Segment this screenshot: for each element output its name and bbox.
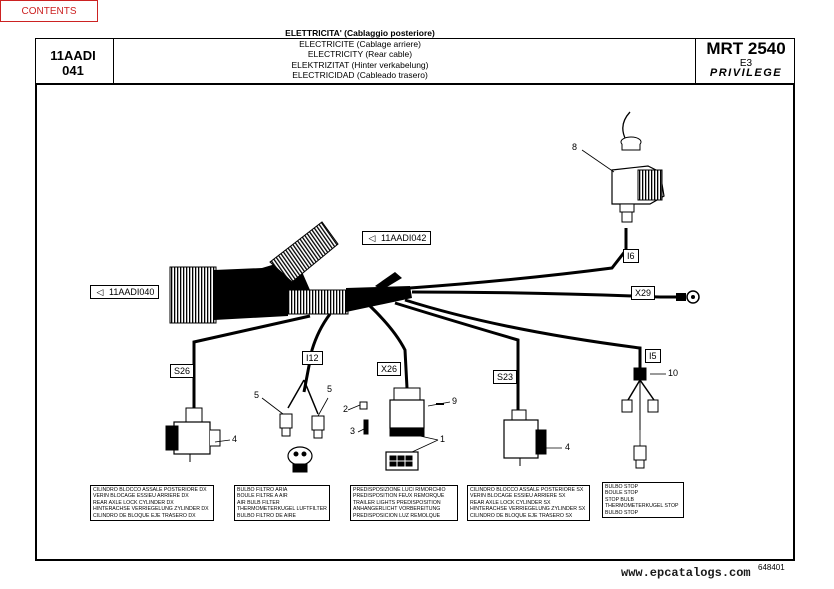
air-filter-bulb [287,446,313,473]
part-number-4-right: 4 [565,442,571,452]
description-line: STOP BULB [605,496,634,503]
arrow-left-icon: ◁ [96,287,104,297]
description-line: PREDISPOSICION LUZ REMOLQUE [353,512,441,519]
title-italian: ELETTRICITA' (Cablaggio posteriore) [285,28,435,38]
diagram-frame [35,83,795,561]
description-line: ANHANGERLICHT VORBEREITUNG [353,506,441,513]
cylinder-left [165,407,221,462]
wire-label-i12: I12 [302,351,323,365]
wire-label-i6: I6 [623,249,639,263]
model-name: MRT 2540 [706,39,786,58]
header-left-line [35,38,36,84]
description-bulb-stop: BULBO STOP BOULE STOP STOP BULB THERMOME… [602,482,684,518]
reference-link-left-label: 11AADI040 [109,287,155,297]
header-divider-right [695,38,696,84]
figure-number: 648401 [758,563,785,572]
model-series: E3 [739,58,753,69]
description-line: CILINDRO DE BLOQUE EJE TRASERO SX [470,512,573,519]
header-divider-left [113,38,114,84]
title-french: ELECTRICITE (Cablage arriere) [299,38,421,49]
part-number-3: 3 [350,426,356,436]
wire-label-i5: I5 [645,349,661,363]
wire-label-s26: S26 [170,364,195,378]
cylinder-right [503,409,547,466]
wires [192,228,682,410]
description-cylinder-left: CILINDRO BLOCCO ASSALE POSTERIORE DX VER… [90,485,214,521]
description-line: CILINDRO DE BLOQUE EJE TRASERO DX [93,512,196,519]
leader-lines [214,149,666,453]
page-titles: ELETTRICITA' (Cablaggio posteriore) ELEC… [240,28,480,81]
connector-x26 [385,387,425,471]
document-code: 11AADI 041 [38,48,108,78]
bulb-connectors-5 [279,413,325,439]
part-number-9: 9 [452,396,458,406]
description-line: REAR AXLE LOCK CYLINDER DX [93,499,174,506]
document-code-line1: 11AADI [50,48,96,63]
description-bulb-filter: BULBO FILTRO ARIA BOULE FILTRE A AIR AIR… [234,485,330,521]
wire-label-s23: S23 [493,370,518,384]
reference-link-top-label: 11AADI042 [381,233,427,243]
description-trailer-lights: PREDISPOSIZIONE LUCI RIMORCHIO PREDISPOS… [350,485,458,521]
main-harness [169,221,412,324]
title-english: ELECTRICITY (Rear cable) [307,49,413,59]
description-line: THERMOMETERKUGEL STOP [605,503,679,510]
description-line: THERMOMETERKUGEL LUFTFILTER [237,506,327,513]
description-line: CILINDRO BLOCCO ASSALE POSTERIORE DX [93,487,207,493]
title-german: ELEKTRIZITAT (Hinter verkabelung) [291,59,429,70]
description-line: AIR BULB FILTER [237,499,280,506]
switch-10 [621,348,659,469]
title-spanish: ELECTRICIDAD (Cableado trasero) [292,70,428,80]
description-line: BULBO STOP [605,484,639,490]
ring-terminal-x29 [676,290,700,304]
description-line: PREDISPOSIZIONE LUCI RIMORCHIO [353,487,446,493]
part-number-5-left: 5 [254,390,260,400]
watermark: www.epcatalogs.com [621,566,751,580]
header-top-line [35,38,795,39]
part-number-10: 10 [668,368,679,378]
part-number-1: 1 [440,434,446,444]
description-line: BULBO STOP [605,509,639,516]
brand-logo: PRIVILEGE [709,67,783,79]
description-line: CILINDRO BLOCCO ASSALE POSTERIORE SX [470,487,584,493]
contents-button[interactable]: CONTENTS [0,0,98,22]
description-line: HINTERACHSE VERRIEGELUNG ZYLINDER DX [93,506,209,513]
description-cylinder-right: CILINDRO BLOCCO ASSALE POSTERIORE SX VER… [467,485,590,521]
header-right-line [794,38,795,84]
description-line: VERIN BLOCAGE ESSIEU ARRIERE DX [93,493,189,500]
part-number-4-left: 4 [232,434,238,444]
wire-label-x26: X26 [377,362,402,376]
part-number-8: 8 [572,142,578,152]
part-number-5-right: 5 [327,384,333,394]
description-line: BOULE FILTRE A AIR [237,493,288,500]
description-line: BOULE STOP [605,490,639,497]
description-line: BULBO FILTRO ARIA [237,487,288,493]
description-line: VERIN BLOCAGE ESSIEU ARRIERE SX [470,493,566,500]
description-line: PREDISPOSITION FEUX REMORQUE [353,493,445,500]
sensor-8 [611,111,665,223]
document-code-line2: 041 [62,63,84,78]
description-line: BULBO FILTRO DE AIRE [237,512,296,519]
description-line: TRAILER LIGHTS PREDISPOSITION [353,499,441,506]
arrow-left-icon: ◁ [368,233,376,243]
description-line: HINTERACHSE VERRIEGELUNG ZYLINDER SX [470,506,586,513]
reference-link-top[interactable]: ◁ 11AADI042 [362,231,432,245]
description-line: REAR AXLE LOCK CYLINDER SX [470,499,551,506]
part-number-2: 2 [343,404,349,414]
reference-link-left[interactable]: ◁ 11AADI040 [90,285,160,299]
wire-label-x29: X29 [631,286,656,300]
